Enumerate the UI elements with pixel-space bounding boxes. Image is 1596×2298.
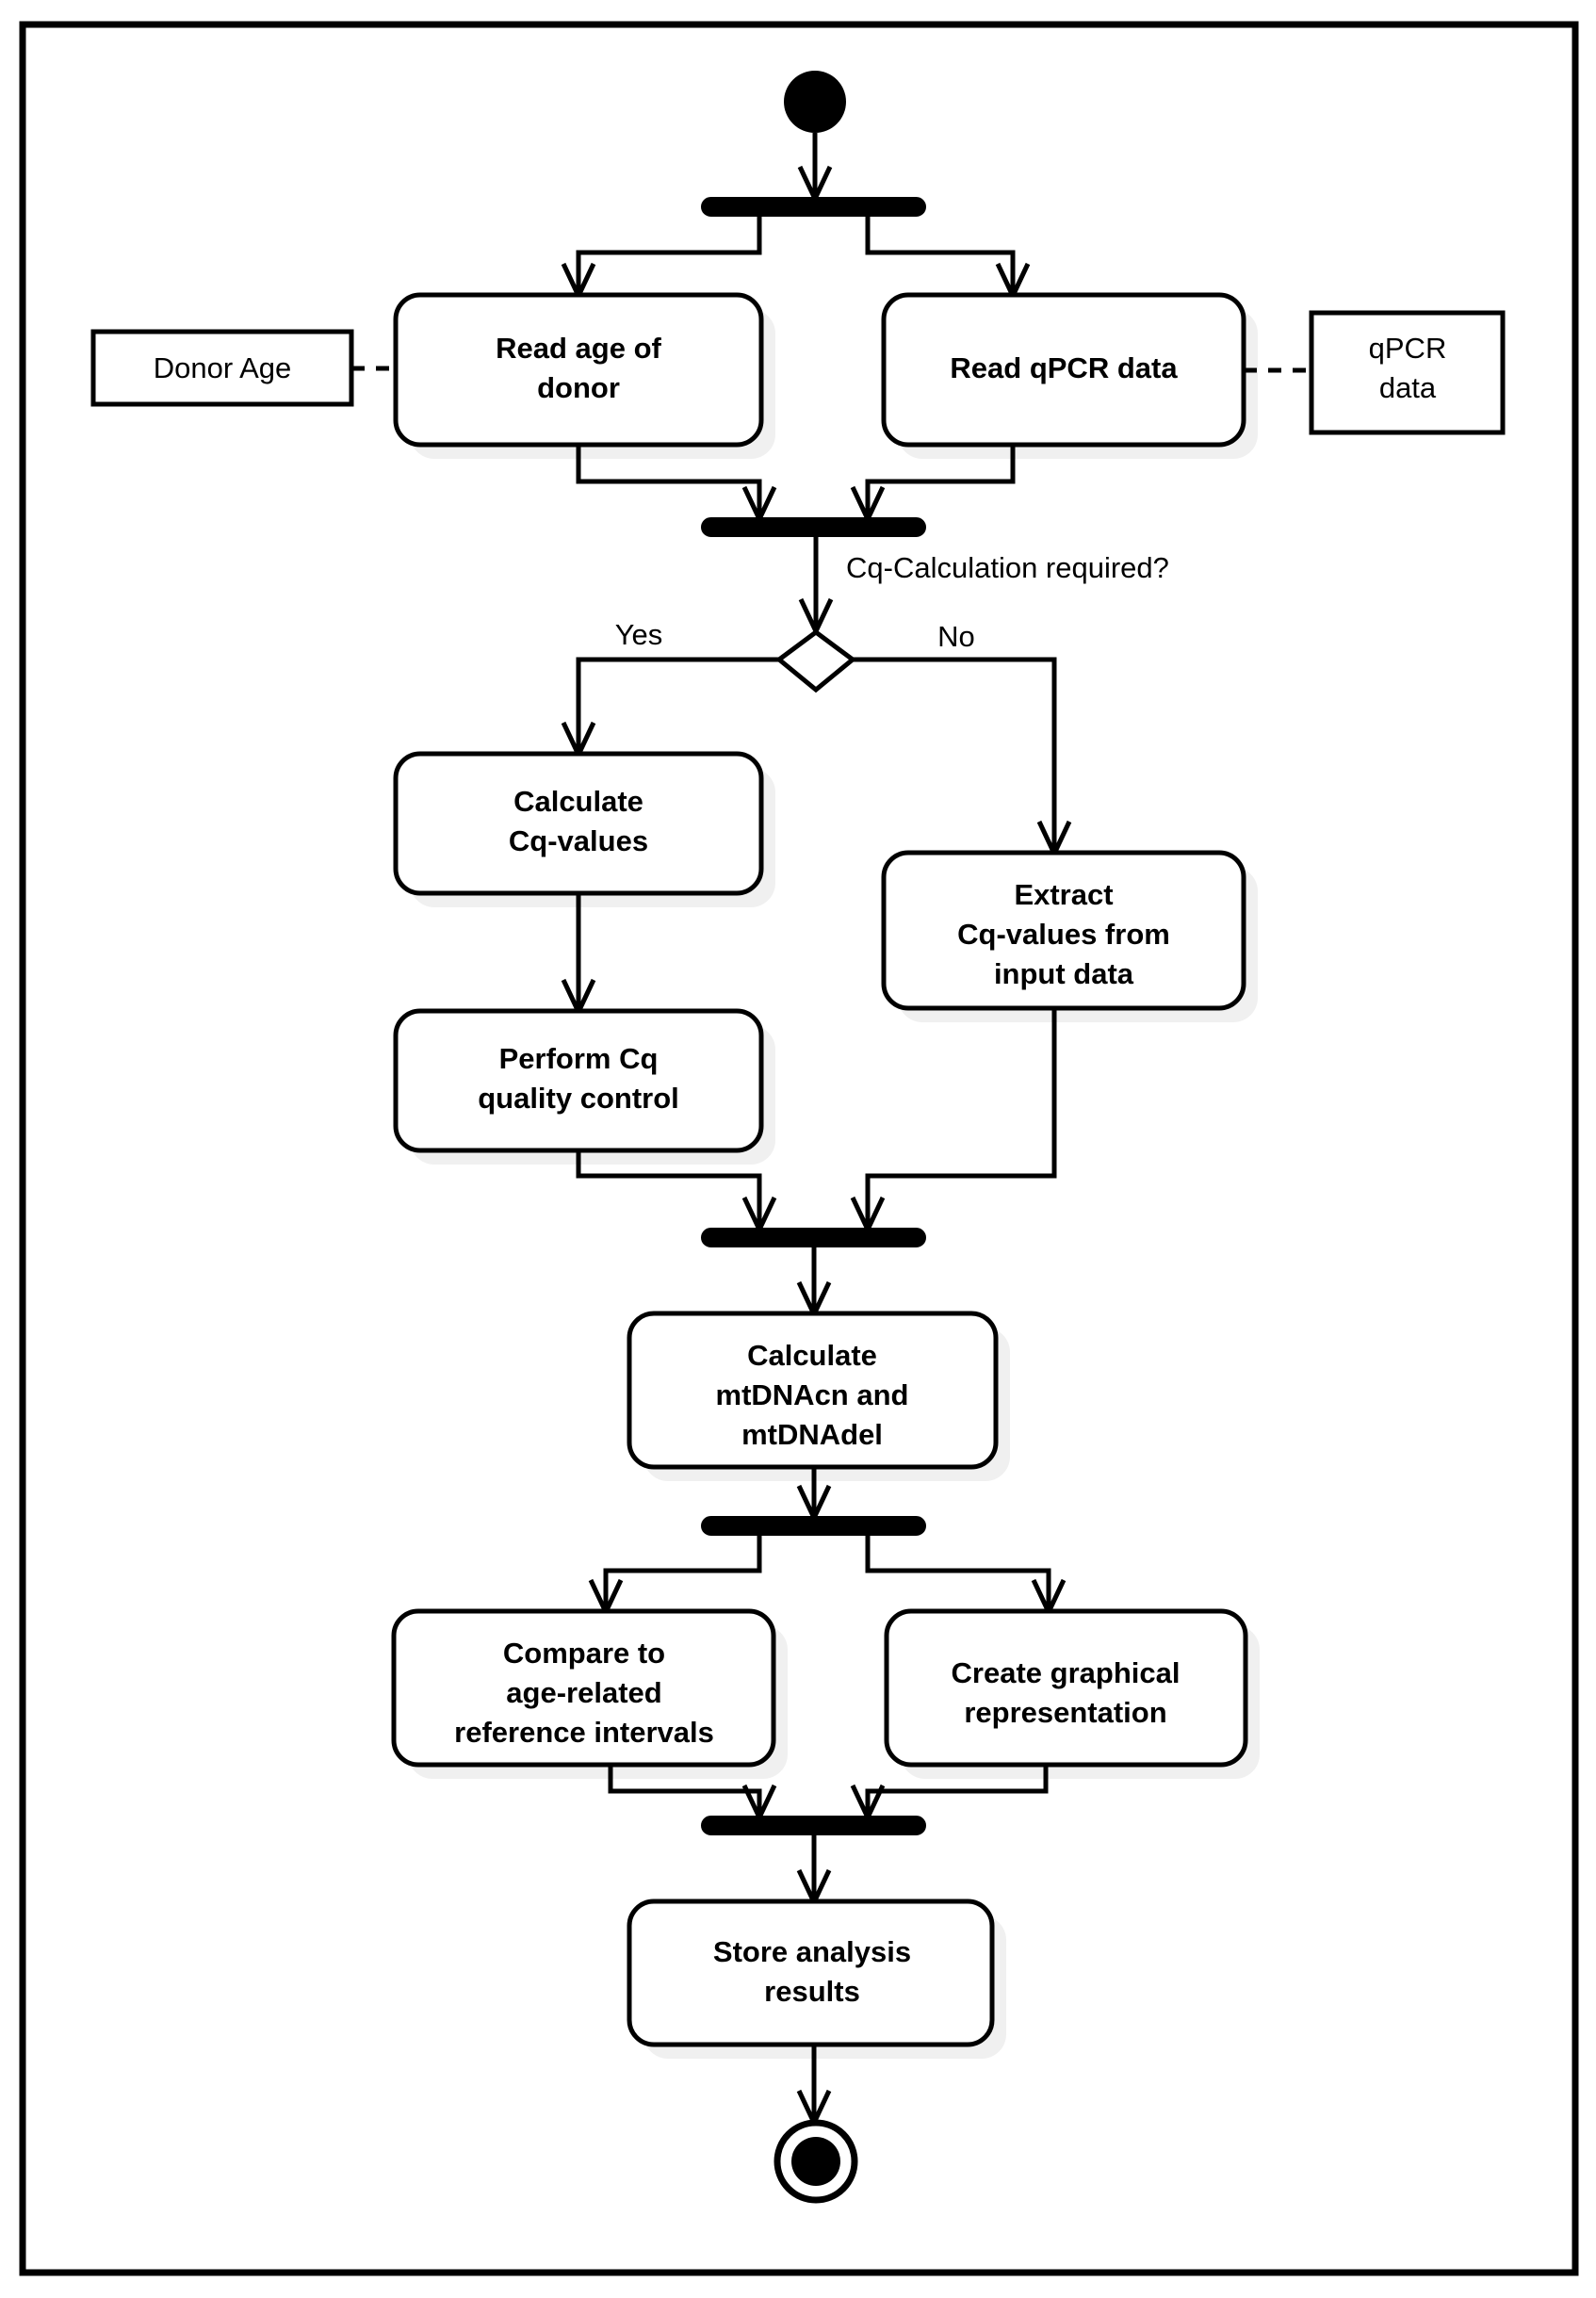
activity-read-age-of-donor-line2: donor [537, 371, 620, 404]
object-qpcr-data-line1: qPCR [1369, 332, 1447, 365]
activity-compare-to-reference-intervals [391, 1608, 776, 1768]
activity-calculate-cq-values-line1: Calculate [513, 785, 643, 818]
activity-calculate-mtdna-line2: mtDNAcn and [716, 1378, 909, 1411]
activity-calculate-cq-values [393, 751, 764, 896]
activity-create-graphical-representation [884, 1608, 1248, 1768]
object-qpcr-data [1309, 310, 1506, 435]
flow-decision-no [853, 657, 1072, 859]
flow-extract-cq-to-join2 [850, 1008, 1057, 1235]
decision-branch-no-label: No [937, 620, 975, 653]
flow-join2-to-calc-mtdna [796, 1247, 832, 1320]
activity-compare-line3: reference intervals [454, 1716, 714, 1749]
activity-read-qpcr-data-line1: Read qPCR data [950, 351, 1178, 384]
flow-initial-to-fork1 [797, 133, 833, 204]
flow-join1-to-decision [798, 536, 834, 637]
flow-fork1-to-read-age [561, 216, 762, 302]
activity-calculate-cq-values-line2: Cq-values [509, 824, 648, 857]
activity-compare-line2: age-related [506, 1676, 661, 1709]
object-donor-age [90, 329, 354, 407]
fork-bar-2 [701, 1516, 926, 1536]
fork-bar-1 [701, 197, 926, 217]
activity-extract-cq-values [881, 850, 1246, 1011]
decision-guard-label: Cq-Calculation required? [846, 551, 1169, 584]
flow-join3-to-store-results [796, 1834, 832, 1908]
activity-calculate-mtdna-line1: Calculate [747, 1339, 877, 1372]
final-node-center [791, 2137, 840, 2186]
object-qpcr-data-line2: data [1379, 371, 1437, 404]
flow-decision-yes [561, 657, 779, 760]
activity-extract-cq-values-line3: input data [994, 957, 1134, 990]
activity-read-age-of-donor-line1: Read age of [496, 332, 661, 365]
flow-fork1-to-read-qpcr [865, 216, 1031, 302]
activity-store-analysis-results [627, 1899, 995, 2047]
activity-create-graphical-line2: representation [964, 1696, 1166, 1729]
activity-store-results-line2: results [764, 1975, 860, 2008]
join-bar-2 [701, 1228, 926, 1247]
activity-extract-cq-values-line2: Cq-values from [957, 918, 1170, 951]
activity-create-graphical-line1: Create graphical [952, 1656, 1181, 1689]
activity-perform-cq-qc-line1: Perform Cq [499, 1042, 659, 1075]
object-donor-age-label: Donor Age [154, 351, 292, 384]
initial-node [784, 71, 846, 133]
join-bar-3 [701, 1816, 926, 1835]
activity-extract-cq-values-line1: Extract [1014, 878, 1113, 911]
decision-diamond [774, 628, 857, 693]
activity-perform-cq-quality-control [393, 1008, 764, 1153]
flow-calc-cq-to-perform-qc [561, 893, 596, 1018]
flow-fork2-to-create-graphical [865, 1535, 1067, 1618]
activity-calculate-mtdna-line3: mtDNAdel [741, 1418, 883, 1451]
activity-compare-line1: Compare to [503, 1637, 665, 1670]
activity-read-age-of-donor [393, 292, 764, 448]
activity-store-results-line1: Store analysis [713, 1935, 911, 1968]
flow-fork2-to-compare [588, 1535, 762, 1618]
decision-branch-yes-label: Yes [615, 618, 663, 651]
diagram-frame [19, 21, 1579, 2276]
activity-perform-cq-qc-line2: quality control [478, 1082, 679, 1115]
join-bar-1 [701, 517, 926, 537]
